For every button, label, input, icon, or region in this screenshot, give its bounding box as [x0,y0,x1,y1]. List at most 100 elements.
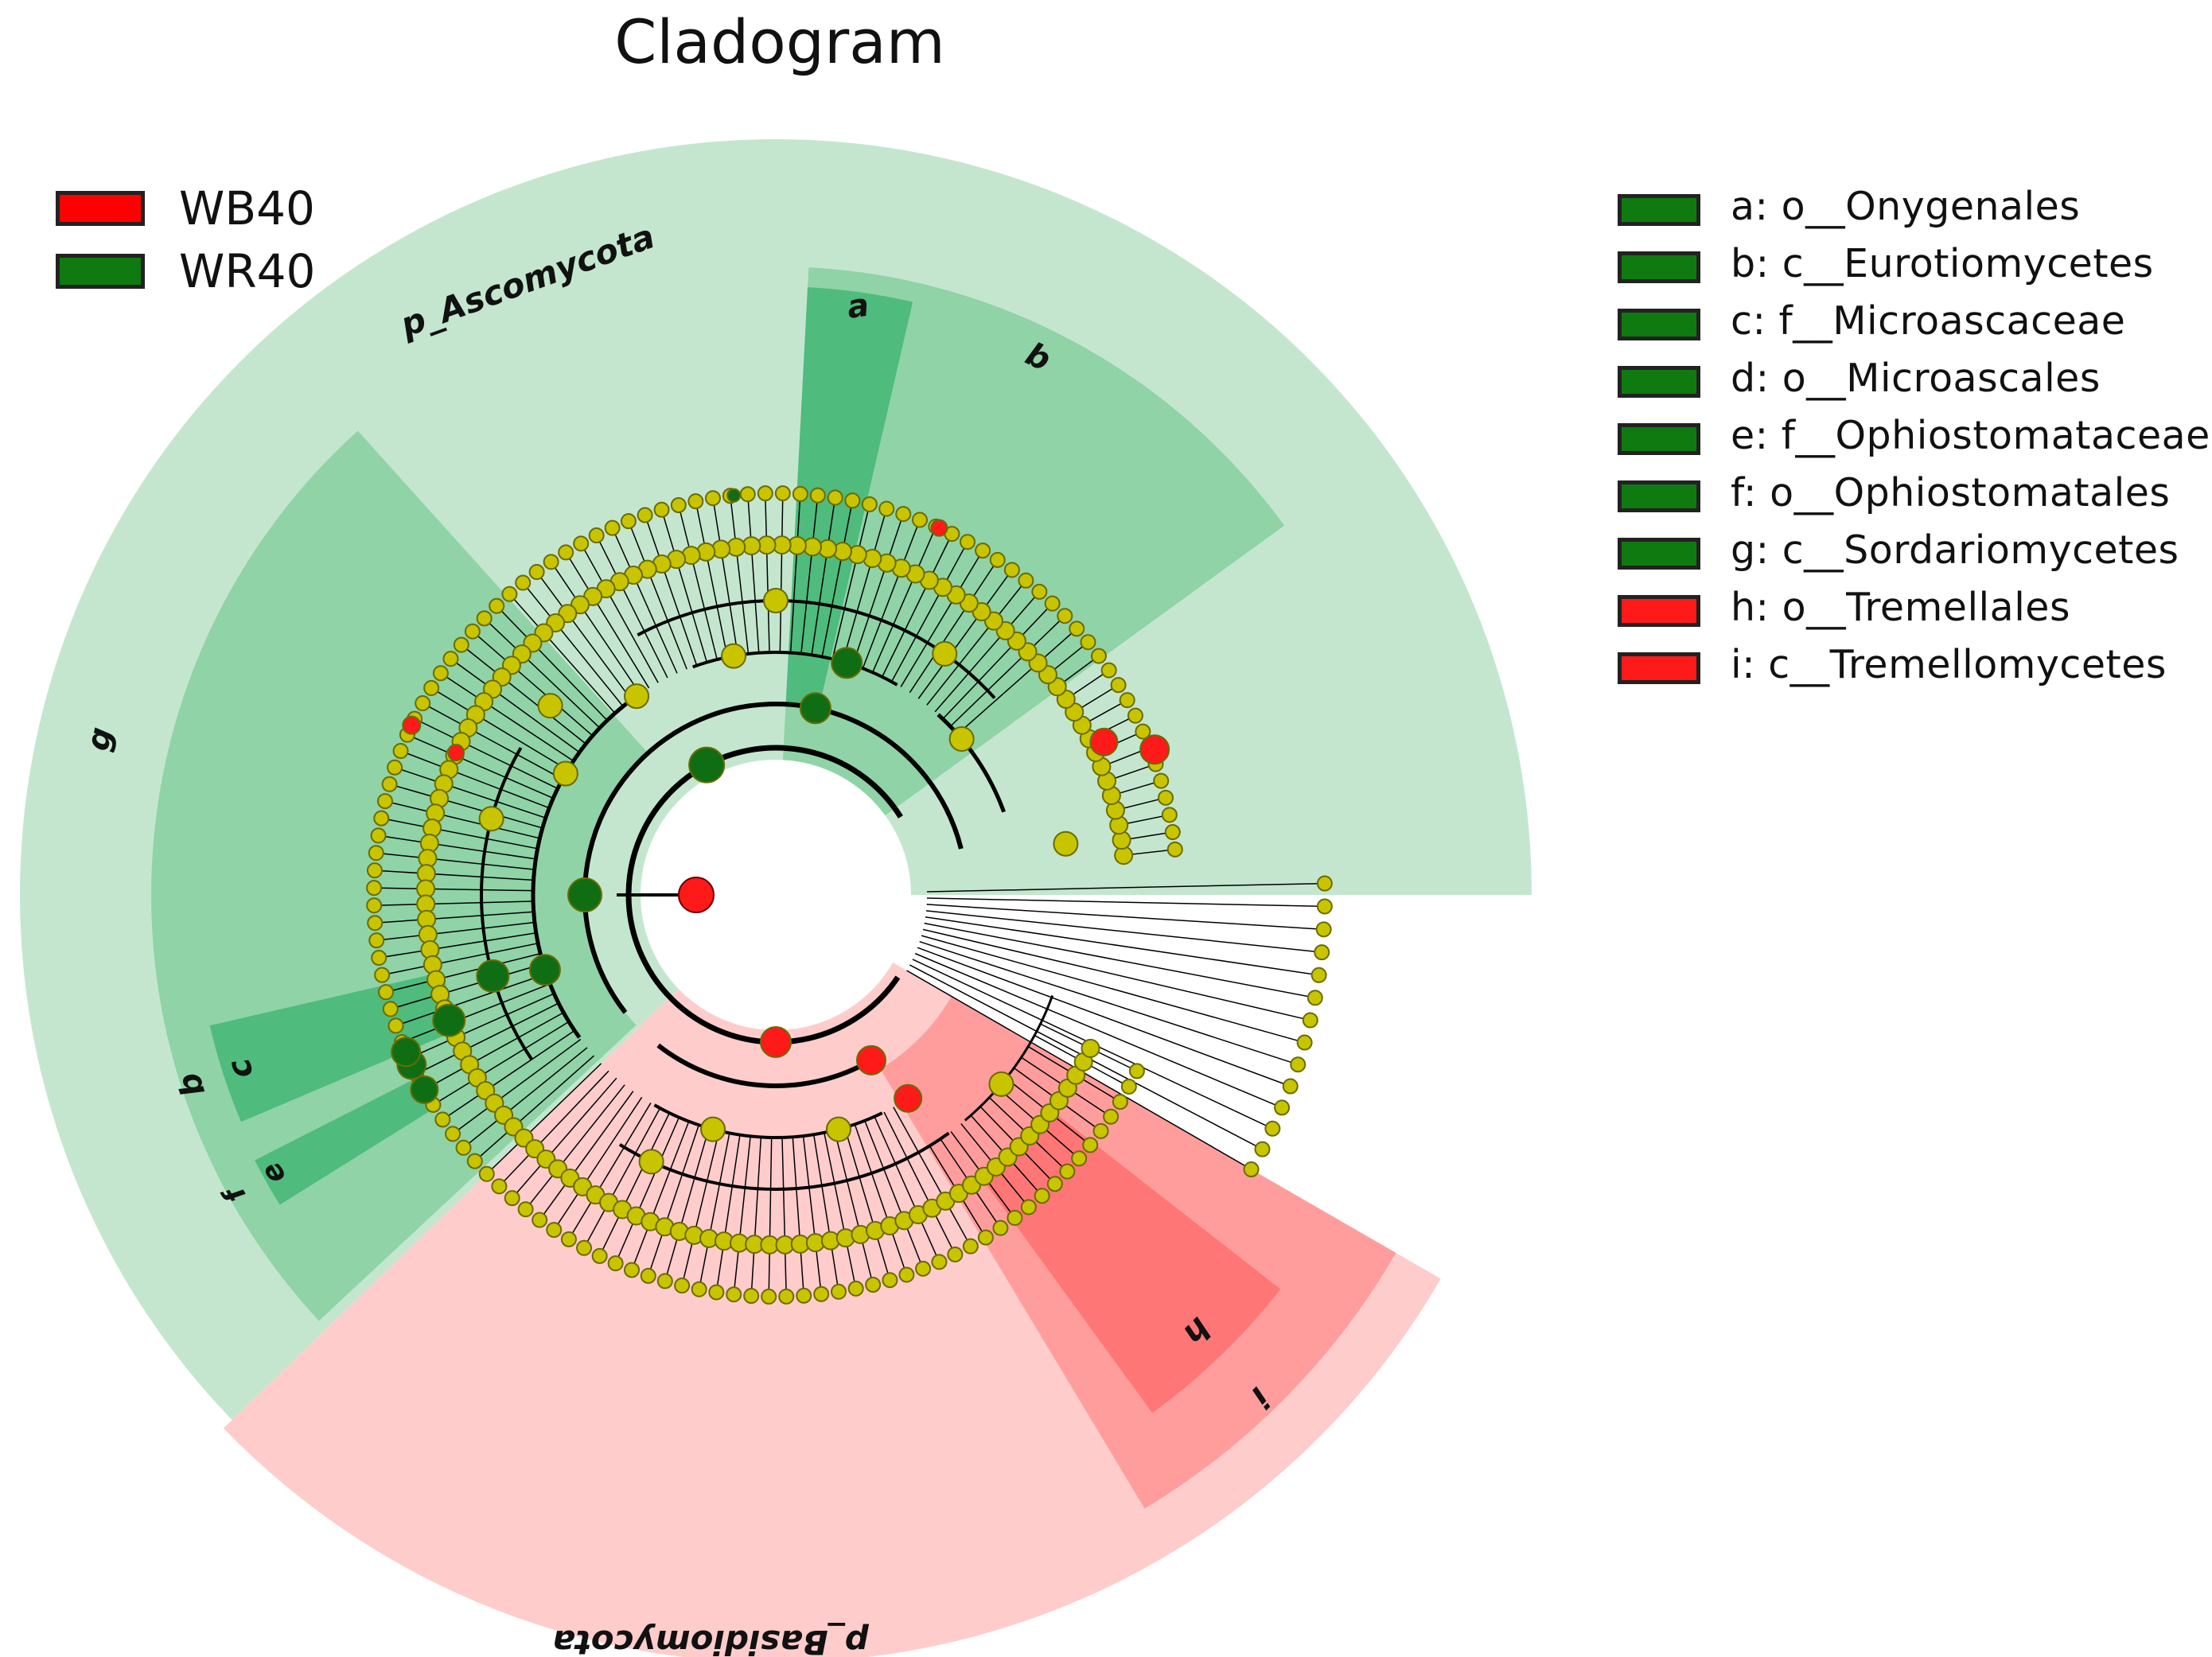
leaf-node [1103,1108,1120,1125]
leaf-edge [747,494,760,653]
leaf-edge [512,1077,617,1199]
leaf-edge [882,533,953,678]
leaf-node [1315,921,1332,938]
leaf-node [415,695,431,712]
leaf-node [624,1262,641,1278]
leaf-edge [381,817,538,850]
leaf-node [1296,1034,1313,1051]
leaf-edge [381,943,539,976]
leaf-node [489,597,505,614]
leaf-node [844,492,861,509]
leaf-edge [919,940,1299,1065]
leaf-edge [407,733,554,799]
leaf-node [705,490,722,507]
leaf-edge [917,570,1013,699]
highlighted-node [476,959,510,993]
taxon-node [988,1071,1014,1097]
highlighted-node [1139,734,1170,765]
leaf-node [911,511,928,528]
leaf-edge [834,1130,874,1286]
leaf-edge [440,672,574,762]
leaf-node [1020,1199,1037,1216]
leaf-edge [472,631,594,737]
group-legend-label: WR40 [179,244,316,298]
leaf-edge [926,897,1325,908]
highlighted-node [760,1026,792,1058]
leaf-edge [698,1133,730,1289]
leaf-node [796,1287,812,1304]
leaf-edge [765,493,770,653]
leaf-edge [922,928,1310,1021]
leaf-edge [611,527,678,674]
leaf-edge [442,1029,575,1121]
leaf-edge [565,552,650,689]
leaf-edge [681,1130,720,1286]
highlighted-node [930,519,948,537]
leaf-edge [664,1127,710,1282]
leaf-node [1069,620,1085,637]
leaf-edge [914,952,1283,1109]
leaf-edge [893,1107,972,1247]
leaf-edge [553,1096,643,1231]
leaf-edge [401,983,551,1043]
leaf-node [381,776,398,792]
leaf-node [691,1281,707,1297]
leaf-edge [925,910,1322,953]
leaf-node [813,1286,830,1302]
leaf-node [466,1153,483,1169]
clade-arc [531,702,628,1039]
group-swatch [56,254,145,289]
leaf-node [1314,944,1330,961]
leaf-edge [461,644,586,745]
leaf-edge [949,615,1065,727]
leaf-node [1003,562,1020,578]
leaf-edge [539,1091,634,1220]
leaf-edge [598,1112,670,1257]
leaf-node [809,487,826,504]
clade-highlight-sectors [19,139,1532,1657]
leaf-node [370,827,387,844]
leaf-node [861,496,878,512]
leaf-node [387,1017,404,1034]
leaf-node [898,1266,915,1283]
leaf-node [491,1178,508,1195]
leaf-node [366,880,383,897]
leaf-node [434,1111,451,1128]
leaf-node [637,507,653,523]
leaf-edge [862,519,921,669]
leaf-node [392,743,409,760]
leaf-edge [926,904,1324,931]
leaf-edge [811,497,836,655]
leaf-node [1302,1012,1318,1029]
cladogram-edges [374,493,1325,1297]
leaf-edge [463,1047,588,1149]
leaf-node [591,1247,608,1264]
leaf-edge [433,1021,570,1106]
leaf-node [576,1239,593,1256]
leaf-edge [925,916,1319,976]
clade-label-a: a [845,287,871,326]
leaf-node [1059,1163,1076,1180]
leaf-node [1310,967,1327,983]
leaf-edge [924,922,1315,999]
clade-legend-label: a: o__Onygenales [1731,184,2081,229]
leaf-node [1090,648,1107,664]
leaf-edge [484,617,601,729]
leaf-node [368,845,384,862]
leaf-edge [768,1137,773,1297]
leaf-edge [660,509,708,663]
leaf-node [1282,1078,1299,1095]
leaf-edge [750,1137,762,1297]
leaf-edge [376,921,535,941]
leaf-node [1127,707,1143,724]
leaf-edge [374,887,534,892]
leaf-edge [644,515,698,666]
highlighted-node [894,1083,923,1113]
leaf-node [1071,1150,1088,1167]
phylum-label-basidiomycota: p_Basidiomycota [552,1623,869,1657]
highlighted-node [1089,727,1119,757]
leaf-edge [864,1120,924,1270]
clade-swatch [1618,480,1700,512]
clade-legend-label: e: f__Ophiostomataceae [1731,413,2210,458]
leaf-edge [871,526,937,673]
